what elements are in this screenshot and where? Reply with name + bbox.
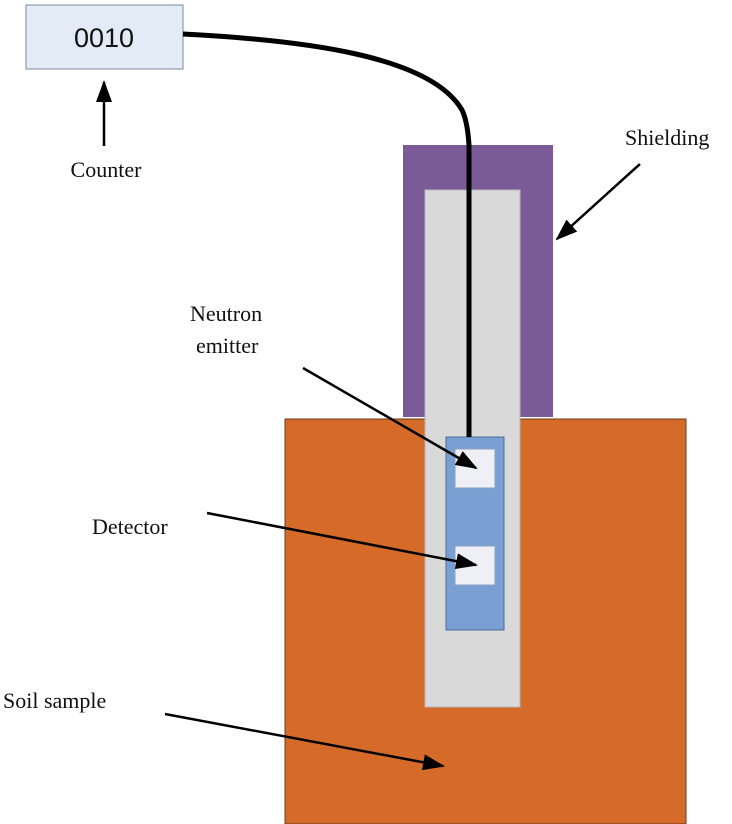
soil-sample-label: Soil sample: [3, 688, 106, 713]
counter-display: 0010: [74, 23, 134, 53]
shielding-arrow: [555, 163, 641, 241]
neutron-emitter-label-line2: emitter: [196, 333, 259, 358]
cable: [182, 31, 472, 437]
neutron-emitter-label-line1: Neutron: [190, 301, 262, 326]
neutron-emitter-arrow: [302, 366, 478, 470]
counter-box: [25, 4, 184, 70]
detector-label: Detector: [92, 514, 168, 539]
soil-sample-arrow: [164, 712, 445, 771]
detector-arrow: [206, 511, 478, 570]
counter-label: Counter: [71, 157, 143, 182]
shielding-label: Shielding: [625, 125, 709, 150]
